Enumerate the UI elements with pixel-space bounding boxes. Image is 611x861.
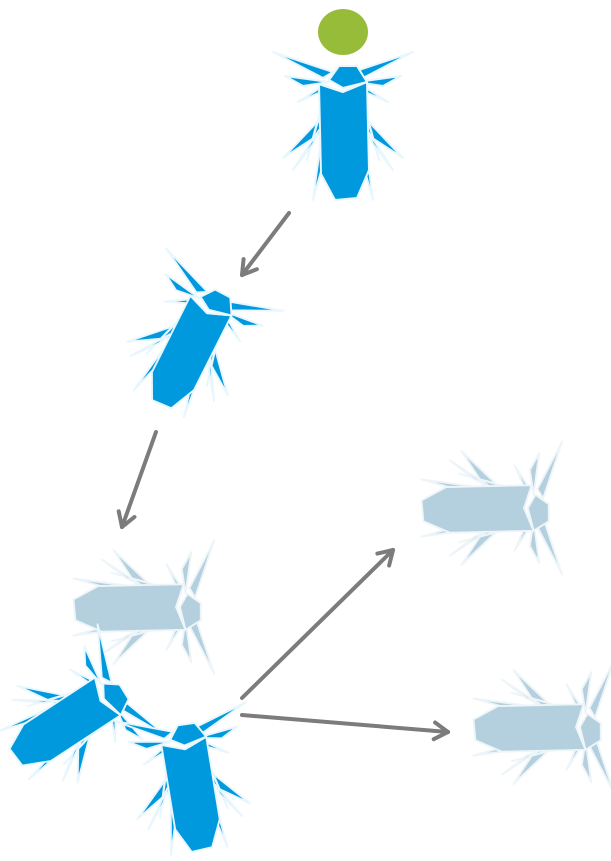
insect-cluster-left-body <box>0 624 168 811</box>
insect-cluster-right <box>114 702 265 860</box>
insect-faded-lower-right <box>474 661 611 794</box>
insects-layer <box>0 9 611 860</box>
insect-middle <box>100 248 283 435</box>
insect-faded-left-body <box>74 541 215 674</box>
arrow-top-to-middle <box>242 213 289 275</box>
arrow-cluster-to-lower-right-shaft <box>242 715 448 732</box>
arrow-top-to-middle-shaft <box>242 213 289 275</box>
insect-cluster-right-body <box>114 702 265 860</box>
arrow-middle-to-cluster-head-1 <box>119 511 122 527</box>
arrow-middle-to-cluster-shaft <box>122 432 156 527</box>
arrows-layer <box>119 213 448 739</box>
insect-faded-upper-right <box>422 442 563 575</box>
insect-faded-left <box>74 541 215 674</box>
arrow-cluster-to-lower-right <box>242 715 448 739</box>
arrow-middle-to-cluster <box>119 432 156 527</box>
insect-middle-body <box>100 248 283 435</box>
insect-top <box>273 52 413 200</box>
insect-faded-lower-right-body <box>474 661 611 794</box>
insect-faded-upper-right-body <box>422 442 563 575</box>
insect-cluster-left <box>0 624 168 811</box>
arrow-cluster-to-upper-right-shaft <box>242 550 393 698</box>
insect-top-body <box>273 52 413 200</box>
arrow-cluster-to-upper-right <box>242 550 393 698</box>
green-marker-dot <box>318 9 368 55</box>
